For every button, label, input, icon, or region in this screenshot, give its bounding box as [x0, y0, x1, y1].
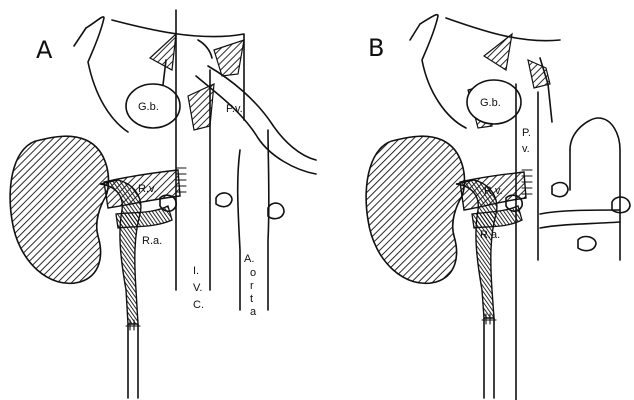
panel-b-bypass-vessel [539, 209, 621, 229]
panel-b-aorta [551, 117, 631, 261]
panel-b: B G.b. P. v. [365, 13, 631, 400]
panel-a-label-gb: G.b. [138, 101, 159, 113]
panel-b-portal-vein: P. v. [515, 83, 539, 400]
panel-b-label-pv-2: v. [522, 143, 530, 155]
panel-a-label-ivc-1: I. [193, 265, 199, 277]
panel-a-label-aorta-1: A. [244, 253, 254, 265]
panel-a-liver [73, 16, 245, 133]
panel-a-label-ivc-3: C. [193, 299, 204, 311]
panel-a-gall-bladder: G.b. [125, 83, 181, 129]
panel-b-label-gb: G.b. [480, 97, 501, 109]
panel-a-letter: A [36, 36, 53, 64]
panel-b-label-pv-1: P. [522, 127, 531, 139]
panel-a-aorta: A. o r t a [215, 129, 285, 318]
panel-a-renal-vessels: R.v. R.a. [103, 167, 187, 247]
panel-a-label-aorta-2: o [250, 267, 256, 279]
panel-a-label-ivc-2: V. [193, 282, 202, 294]
panel-b-gall-bladder: G.b. [466, 79, 522, 125]
panel-a-label-aorta-4: t [250, 293, 253, 305]
panel-a-label-ra: R.a. [142, 235, 162, 247]
panel-a-ivc: I. V. C. [175, 9, 211, 311]
panel-a-label-rv: R.v. [138, 183, 157, 195]
panel-a-portal-vein: P.v. [195, 65, 317, 175]
panel-a-kidney [9, 135, 110, 285]
panel-b-label-rv: R.v. [484, 185, 503, 197]
panel-b-kidney [365, 135, 466, 285]
panel-b-letter: B [368, 34, 384, 62]
panel-a: A G.b. I. V. C. P.v. [9, 9, 317, 399]
panel-a-label-pv: P.v. [226, 103, 243, 115]
panel-a-label-aorta-5: a [250, 306, 257, 318]
panel-a-label-aorta-3: r [250, 280, 254, 292]
panel-b-label-ra: R.a. [480, 229, 500, 241]
panel-b-renal-vessels: R.v. R.a. [459, 169, 533, 241]
